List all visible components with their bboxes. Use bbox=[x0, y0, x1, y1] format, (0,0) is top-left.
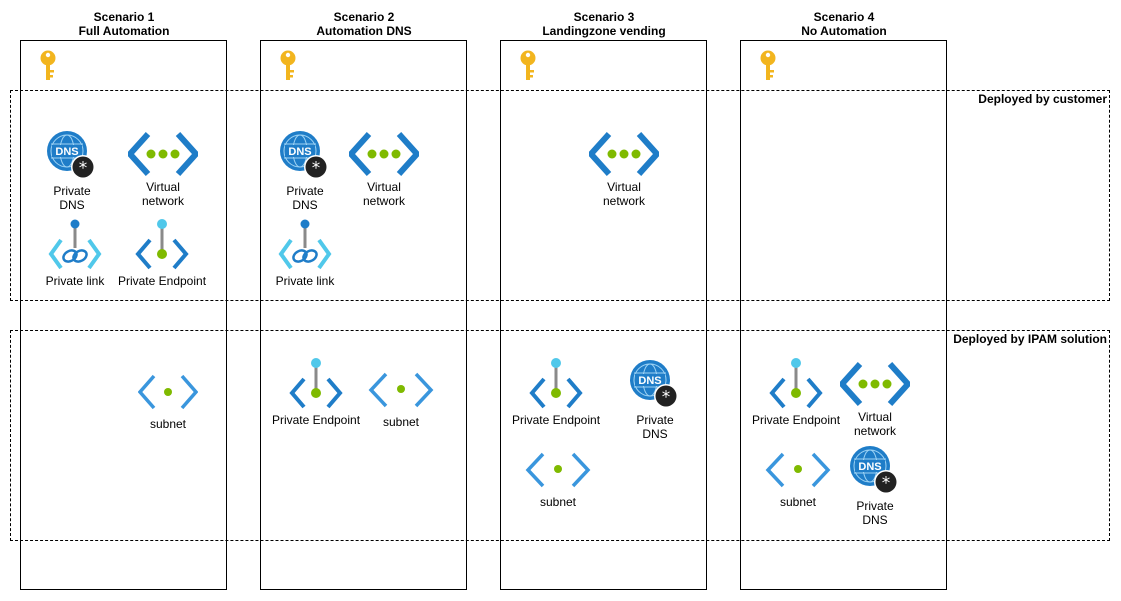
node-label: network bbox=[362, 194, 406, 208]
dns-zone-icon: DNS * bbox=[850, 446, 898, 494]
key-icon bbox=[520, 50, 536, 80]
dns-zone-icon: DNS * bbox=[47, 131, 95, 179]
node-label: Private bbox=[53, 184, 91, 198]
node-label: DNS bbox=[292, 198, 318, 212]
svg-text:DNS: DNS bbox=[858, 461, 881, 473]
svg-text:DNS: DNS bbox=[55, 146, 78, 158]
customer-band: Deployed by customer bbox=[10, 90, 1110, 301]
key-icon bbox=[280, 50, 296, 80]
node-label: DNS bbox=[59, 198, 85, 212]
scenario-1-column bbox=[20, 40, 227, 590]
node-label: Private link bbox=[45, 274, 105, 288]
svg-text:*: * bbox=[662, 388, 671, 408]
private-link-node: Private link bbox=[260, 218, 350, 288]
customer-band-label: Deployed by customer bbox=[978, 92, 1107, 106]
private-link-node: Private link bbox=[30, 218, 120, 288]
node-label: Private Endpoint bbox=[117, 274, 207, 288]
private-endpoint-icon bbox=[529, 358, 583, 409]
node-label: network bbox=[602, 194, 646, 208]
scenario-4-name: Scenario 4 bbox=[813, 10, 875, 24]
scenario-2-column bbox=[260, 40, 467, 590]
private-endpoint-node: Private Endpoint bbox=[511, 357, 601, 427]
subnet-node: subnet bbox=[513, 450, 603, 509]
scenario-3-subtitle: Landingzone vending bbox=[542, 24, 666, 38]
subnet-icon bbox=[138, 374, 198, 410]
virtual-network-icon bbox=[589, 131, 659, 177]
scenario-3-name: Scenario 3 bbox=[573, 10, 635, 24]
node-label: Private Endpoint bbox=[511, 413, 601, 427]
ipam-band-label: Deployed by IPAM solution bbox=[953, 332, 1107, 346]
private-endpoint-node: Private Endpoint bbox=[271, 357, 361, 427]
virtual-network-icon bbox=[840, 361, 910, 407]
node-label: Virtual bbox=[146, 180, 180, 194]
node-label: network bbox=[853, 424, 897, 438]
subnet-node: subnet bbox=[753, 450, 843, 509]
scenario-1-subtitle: Full Automation bbox=[78, 24, 170, 38]
node-label: Private bbox=[856, 499, 894, 513]
scenario-3-title: Scenario 3 Landingzone vending bbox=[500, 10, 708, 38]
subnet-icon bbox=[368, 372, 434, 408]
node-label: subnet bbox=[779, 495, 817, 509]
private-endpoint-node: Private Endpoint bbox=[117, 218, 207, 288]
key-icon bbox=[40, 50, 56, 80]
svg-text:DNS: DNS bbox=[288, 146, 311, 158]
scenario-2-subtitle: Automation DNS bbox=[316, 24, 412, 38]
node-label: Virtual bbox=[607, 180, 641, 194]
private-link-icon bbox=[278, 219, 332, 270]
subnet-node: subnet bbox=[123, 372, 213, 431]
private-endpoint-icon bbox=[135, 219, 189, 270]
node-label: subnet bbox=[382, 415, 420, 429]
svg-text:DNS: DNS bbox=[638, 375, 661, 387]
dns-zone-icon: DNS * bbox=[630, 360, 678, 408]
svg-text:*: * bbox=[312, 159, 321, 179]
node-label: subnet bbox=[539, 495, 577, 509]
svg-text:*: * bbox=[79, 159, 88, 179]
private-endpoint-icon bbox=[769, 358, 823, 409]
key-icon bbox=[760, 50, 776, 80]
scenario-4-subtitle: No Automation bbox=[801, 24, 887, 38]
node-label: Private link bbox=[275, 274, 335, 288]
scenario-4-column bbox=[740, 40, 947, 590]
node-label: Private Endpoint bbox=[271, 413, 361, 427]
virtual-network-icon bbox=[349, 131, 419, 177]
svg-text:*: * bbox=[882, 474, 891, 494]
subnet-node: subnet bbox=[356, 370, 446, 429]
node-label: Private Endpoint bbox=[751, 413, 841, 427]
private-endpoint-node: Private Endpoint bbox=[751, 357, 841, 427]
subnet-icon bbox=[525, 452, 591, 488]
subnet-icon bbox=[765, 452, 831, 488]
node-label: DNS bbox=[862, 513, 888, 527]
scenario-1-title: Scenario 1 Full Automation bbox=[20, 10, 228, 38]
node-label: DNS bbox=[642, 427, 668, 441]
scenario-1-name: Scenario 1 bbox=[93, 10, 155, 24]
scenario-3-column bbox=[500, 40, 707, 590]
node-label: Virtual bbox=[367, 180, 401, 194]
private-endpoint-icon bbox=[289, 358, 343, 409]
scenario-4-title: Scenario 4 No Automation bbox=[740, 10, 948, 38]
dns-zone-icon: DNS * bbox=[280, 131, 328, 179]
virtual-network-icon bbox=[128, 131, 198, 177]
scenario-2-name: Scenario 2 bbox=[333, 10, 395, 24]
ipam-band: Deployed by IPAM solution bbox=[10, 330, 1110, 541]
private-link-icon bbox=[48, 219, 102, 270]
scenario-2-title: Scenario 2 Automation DNS bbox=[260, 10, 468, 38]
node-label: Private bbox=[286, 184, 324, 198]
node-label: network bbox=[141, 194, 185, 208]
node-label: subnet bbox=[149, 417, 187, 431]
node-label: Virtual bbox=[858, 410, 892, 424]
node-label: Private bbox=[636, 413, 674, 427]
